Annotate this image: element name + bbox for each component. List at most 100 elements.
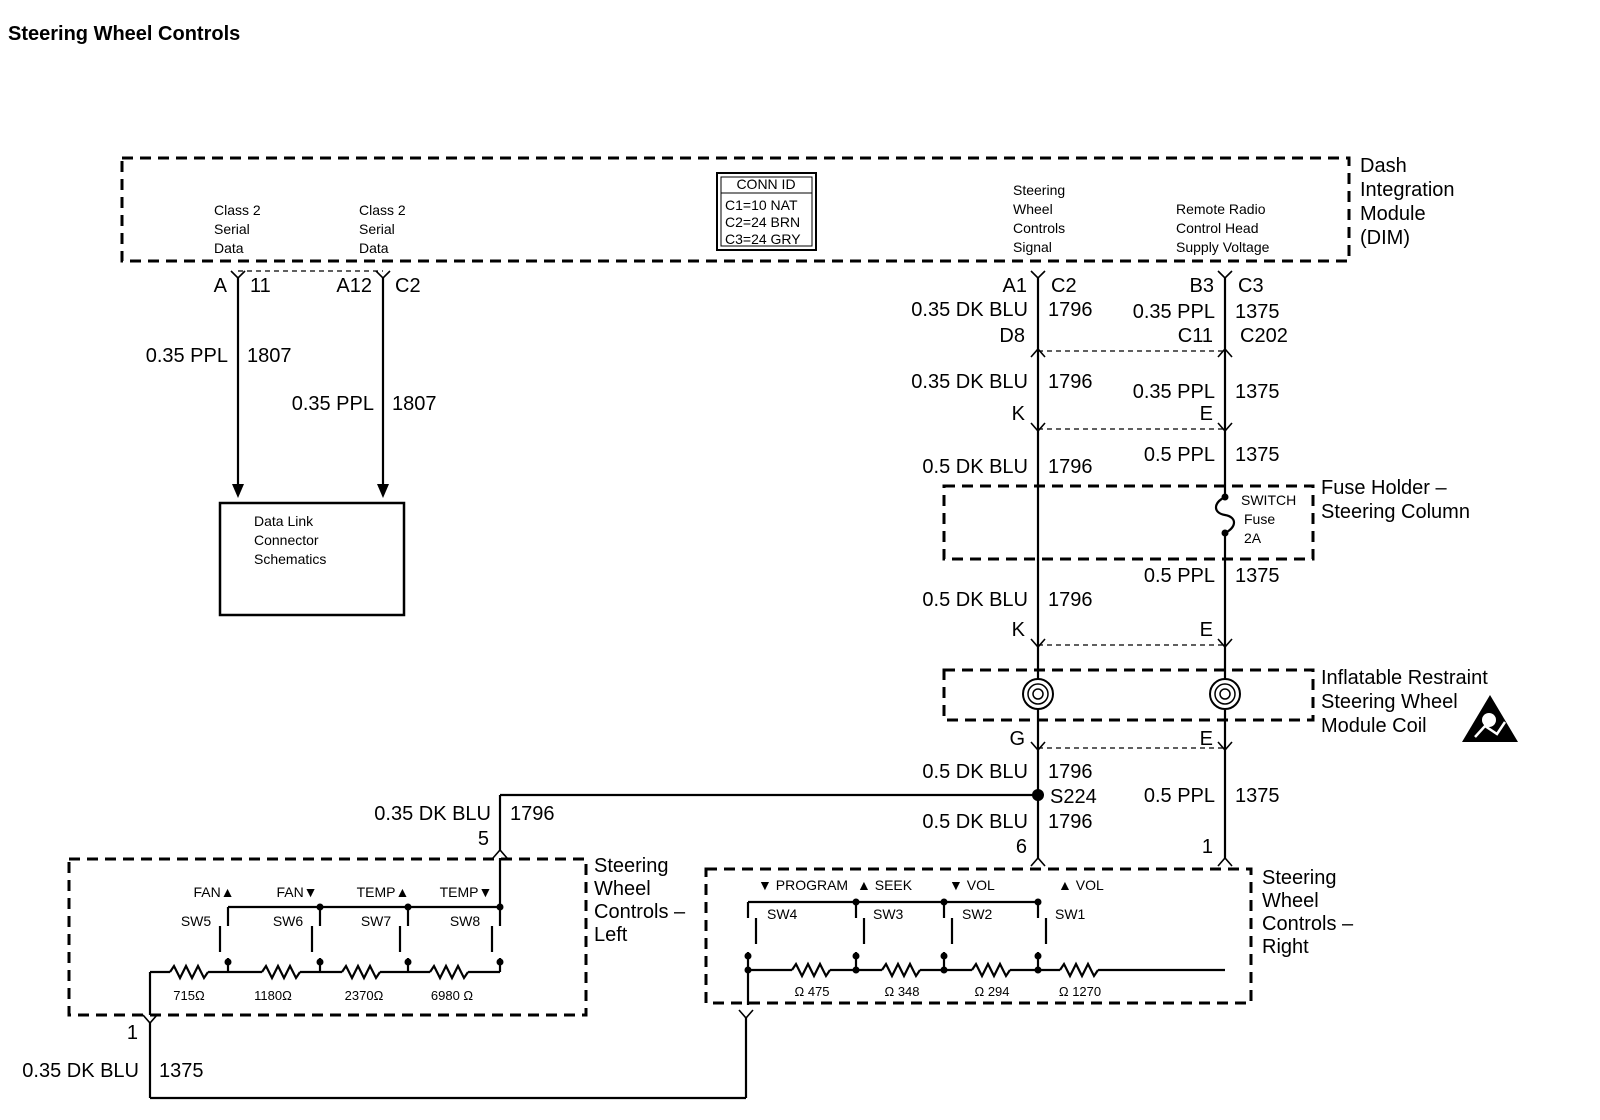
- svg-text:Controls –: Controls –: [1262, 913, 1354, 935]
- swc-right-circuit: [744, 898, 1225, 1005]
- svg-text:Supply Voltage: Supply Voltage: [1176, 239, 1270, 255]
- svg-text:Class 2: Class 2: [214, 202, 261, 218]
- svg-text:Serial: Serial: [359, 221, 395, 237]
- switch-sw4: SW4: [767, 906, 798, 922]
- wire-circuit-ppl-3: 1375: [1235, 444, 1280, 466]
- wire-circuit-dkblu-2: 1796: [1048, 371, 1093, 393]
- switch-sw5: SW5: [181, 913, 212, 929]
- pin-a: A: [214, 275, 228, 297]
- pin-1-right: 1: [1202, 836, 1213, 858]
- svg-text:Remote Radio: Remote Radio: [1176, 201, 1266, 217]
- svg-text:Wheel: Wheel: [1013, 201, 1053, 217]
- svg-text:Steering Column: Steering Column: [1321, 501, 1470, 523]
- dim-module-box: [120, 156, 1351, 263]
- svg-text:Controls –: Controls –: [594, 901, 686, 923]
- coil-symbol-left: [1022, 678, 1054, 710]
- svg-text:Connector: Connector: [254, 532, 319, 548]
- switch-sw1: SW1: [1055, 906, 1086, 922]
- svg-text:(DIM): (DIM): [1360, 227, 1410, 249]
- swc-left-name: Steering Wheel Controls – Left: [594, 855, 686, 946]
- switch-sw6: SW6: [273, 913, 304, 929]
- swc-left-box: [67, 857, 588, 1017]
- swc-left-button-temp-up: TEMP▲: [357, 884, 410, 900]
- class2-wires: [230, 270, 391, 498]
- wire-circuit-dkblu-3: 1796: [1048, 456, 1093, 478]
- swc-right-button-program-down: ▼ PROGRAM: [758, 877, 848, 893]
- pin-c3: C3: [1238, 275, 1264, 297]
- switch-sw2: SW2: [962, 906, 993, 922]
- dim-pin-swc-signal: Steering Wheel Controls Signal: [1013, 182, 1065, 255]
- fuse-holder-box: [942, 484, 1315, 561]
- resistor-2370: 2370Ω: [345, 988, 384, 1003]
- swc-right-button-vol-down: ▼ VOL: [949, 877, 995, 893]
- wire-color-ppl-1: 0.35 PPL: [1133, 301, 1215, 323]
- pin-c2-left: C2: [395, 275, 421, 297]
- svg-text:Wheel: Wheel: [1262, 890, 1319, 912]
- resistor-715: 715Ω: [173, 988, 205, 1003]
- wire-color-ppl-1807-b: 0.35 PPL: [292, 393, 374, 415]
- swc-right-box: [704, 867, 1253, 1005]
- svg-text:Inflatable Restraint: Inflatable Restraint: [1321, 667, 1488, 689]
- svg-text:Schematics: Schematics: [254, 551, 326, 567]
- pin-b3: B3: [1190, 275, 1214, 297]
- splice-s224-label: S224: [1050, 786, 1097, 808]
- swc-left-button-temp-down: TEMP▼: [440, 884, 493, 900]
- svg-text:Steering: Steering: [594, 855, 669, 877]
- dim-module-name: Dash Integration Module (DIM): [1360, 155, 1455, 249]
- svg-text:Wheel: Wheel: [594, 878, 651, 900]
- svg-text:Data: Data: [359, 240, 389, 256]
- svg-text:Signal: Signal: [1013, 239, 1052, 255]
- resistor-1180: 1180Ω: [254, 988, 292, 1003]
- swc-left-button-fan-down: FAN▼: [276, 884, 317, 900]
- svg-text:Control Head: Control Head: [1176, 220, 1259, 236]
- wire-color-dkblu-6: 0.5 DK BLU: [922, 811, 1028, 833]
- dim-pin-remote-radio-supply: Remote Radio Control Head Supply Voltage: [1176, 201, 1270, 255]
- data-link-connector-label: Data Link Connector Schematics: [254, 513, 326, 567]
- swc-right-name: Steering Wheel Controls – Right: [1262, 867, 1354, 958]
- wire-color-ppl-2: 0.35 PPL: [1133, 381, 1215, 403]
- pin-g: G: [1009, 728, 1025, 750]
- svg-text:Fuse: Fuse: [1244, 511, 1275, 527]
- pin-1-left: 1: [127, 1022, 138, 1044]
- swc-right-button-vol-up: ▲ VOL: [1058, 877, 1104, 893]
- wire-circuit-dkblu-left: 1796: [510, 803, 555, 825]
- dim-pin-class2-serial-data-2: Class 2 Serial Data: [359, 202, 406, 256]
- svg-text:Module Coil: Module Coil: [1321, 715, 1427, 737]
- coil-symbol-right: [1209, 678, 1241, 710]
- wire-color-dkblu-4: 0.5 DK BLU: [922, 589, 1028, 611]
- svg-text:SWITCH: SWITCH: [1241, 492, 1296, 508]
- pin-k-1: K: [1012, 403, 1026, 425]
- coil-box: [942, 668, 1315, 722]
- svg-text:Data: Data: [214, 240, 244, 256]
- resistor-294: Ω 294: [974, 984, 1009, 999]
- wire-circuit-ppl-1: 1375: [1235, 301, 1280, 323]
- fuse-symbol: [1214, 493, 1236, 537]
- splice-s224: [492, 789, 1044, 859]
- svg-text:Serial: Serial: [214, 221, 250, 237]
- wire-color-dkblu-5: 0.5 DK BLU: [922, 761, 1028, 783]
- pin-c2: C2: [1051, 275, 1077, 297]
- svg-text:Left: Left: [594, 924, 628, 946]
- wire-circuit-ppl-4: 1375: [1235, 565, 1280, 587]
- wire-color-dkblu-bottom: 0.35 DK BLU: [22, 1060, 139, 1082]
- return-wire-1375: [142, 1009, 754, 1100]
- data-link-connector-box: [218, 501, 406, 617]
- svg-text:CONN ID: CONN ID: [736, 176, 795, 192]
- svg-text:C3=24 GRY: C3=24 GRY: [725, 231, 801, 247]
- wire-circuit-dkblu-1: 1796: [1048, 299, 1093, 321]
- svg-text:C2=24 BRN: C2=24 BRN: [725, 214, 800, 230]
- pin-e-2: E: [1200, 619, 1213, 641]
- wire-circuit-ppl-2: 1375: [1235, 381, 1280, 403]
- svg-text:Fuse Holder –: Fuse Holder –: [1321, 477, 1447, 499]
- wire-circuit-dkblu-bottom: 1375: [159, 1060, 204, 1082]
- pin-11: 11: [250, 275, 271, 297]
- switch-sw7: SW7: [361, 913, 392, 929]
- wire-color-dkblu-3: 0.5 DK BLU: [922, 456, 1028, 478]
- dim-pin-class2-serial-data-1: Class 2 Serial Data: [214, 202, 261, 256]
- svg-text:Dash: Dash: [1360, 155, 1407, 177]
- wire-circuit-dkblu-6: 1796: [1048, 811, 1093, 833]
- svg-text:2A: 2A: [1244, 530, 1262, 546]
- fuse-label: SWITCH Fuse 2A: [1241, 492, 1296, 546]
- swc-right-button-seek-up: ▲ SEEK: [857, 877, 913, 893]
